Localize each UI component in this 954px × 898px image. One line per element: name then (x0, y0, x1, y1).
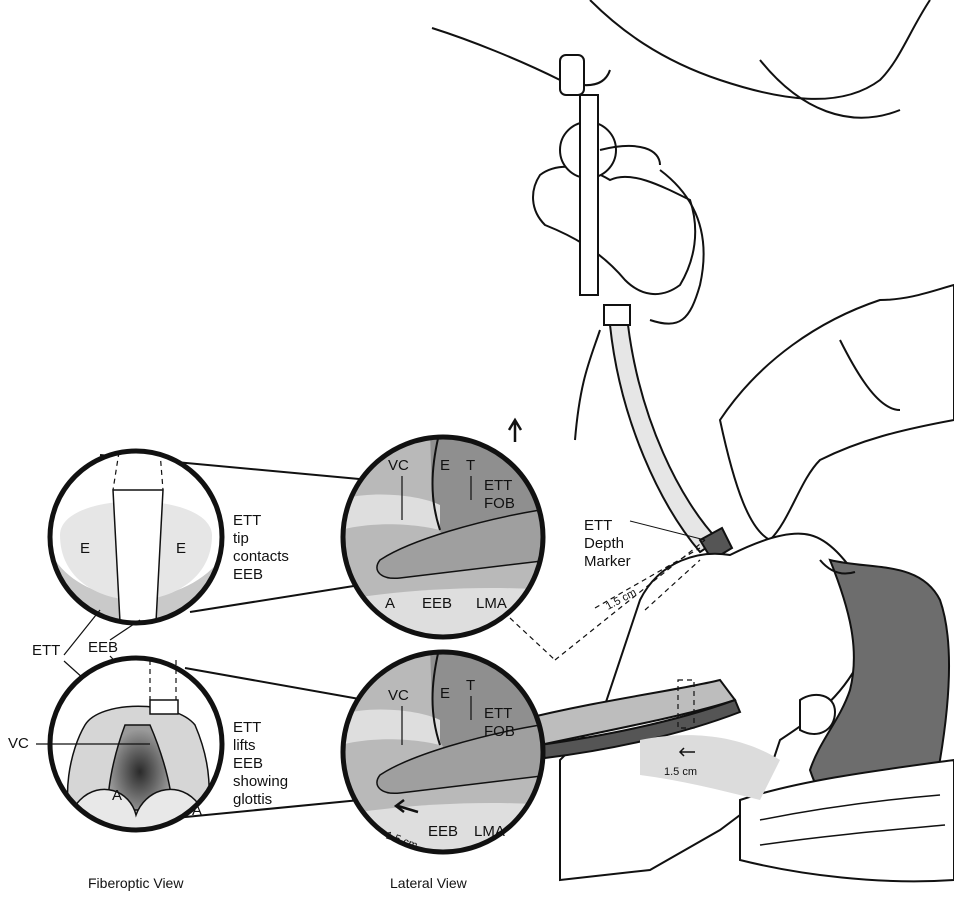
depth-marker-label-3: Marker (584, 553, 631, 570)
upper-distance-label: 1.5 cm (604, 587, 639, 613)
lat-bottom-eeb: EEB (428, 823, 458, 840)
lat-top-fob: FOB (484, 495, 515, 512)
lat-top-a: A (385, 595, 395, 612)
fo-top-caption-3: contacts (233, 548, 289, 565)
fo-bottom-caption-3: EEB (233, 755, 263, 772)
fiberoptic-bottom-view: A A (40, 650, 240, 850)
lateral-top-view: VC E T ETT FOB A EEB LMA (340, 430, 550, 650)
fo-bottom-caption-5: glottis (233, 791, 272, 808)
lat-bottom-lma: LMA (474, 823, 505, 840)
operator-shoulder (760, 60, 900, 118)
scope-eyepiece (560, 55, 584, 95)
scope-cable-lower (575, 330, 600, 440)
lat-top-ett: ETT (484, 477, 512, 494)
fo-bottom-caption-1: ETT (233, 719, 261, 736)
fo-bottom-a-right: A (192, 802, 202, 819)
fo-top-caption-1: ETT (233, 512, 261, 529)
fo-eeb-label: EEB (88, 639, 118, 656)
lat-bottom-ett: ETT (484, 705, 512, 722)
fo-top-caption-4: EEB (233, 566, 263, 583)
operator-sleeve (590, 0, 930, 99)
fo-ett-label: ETT (32, 642, 60, 659)
lat-bottom-fob: FOB (484, 723, 515, 740)
operator-left-hand (533, 167, 695, 294)
lateral-view-title: Lateral View (390, 875, 468, 891)
lat-bottom-vc: VC (388, 687, 409, 704)
fiberoptic-view-title: Fiberoptic View (88, 875, 184, 891)
patient-ear (800, 695, 835, 734)
lat-top-e: E (440, 457, 450, 474)
scope-shaft (580, 95, 598, 295)
endotracheal-tube (610, 325, 718, 552)
neck-distance-label: 1.5 cm (664, 766, 697, 778)
fo-vc-label: VC (8, 735, 29, 752)
fo-top-caption-2: tip (233, 530, 249, 547)
fo-bottom-caption-4: showing (233, 773, 288, 790)
lat-top-t: T (466, 457, 475, 474)
up-arrow-icon (509, 420, 521, 442)
depth-marker-label-1: ETT (584, 517, 612, 534)
fo-top-e-left: E (80, 540, 90, 557)
depth-marker-label-2: Depth (584, 535, 624, 552)
lat-top-lma: LMA (476, 595, 507, 612)
lat-bottom-t: T (466, 677, 475, 694)
fo-bottom-caption-2: lifts (233, 737, 256, 754)
tube-connector (604, 305, 630, 325)
lat-top-eeb: EEB (422, 595, 452, 612)
fiberoptic-top-view: E E (40, 440, 240, 640)
lat-bottom-e: E (440, 685, 450, 702)
lat-top-vc: VC (388, 457, 409, 474)
pillow (740, 760, 954, 881)
operator-right-arm (720, 285, 954, 540)
fo-bottom-a-left: A (112, 787, 122, 804)
fo-top-e-right: E (176, 540, 186, 557)
lateral-bottom-view: VC E T ETT FOB EEB LMA 1.5 cm (340, 645, 550, 865)
